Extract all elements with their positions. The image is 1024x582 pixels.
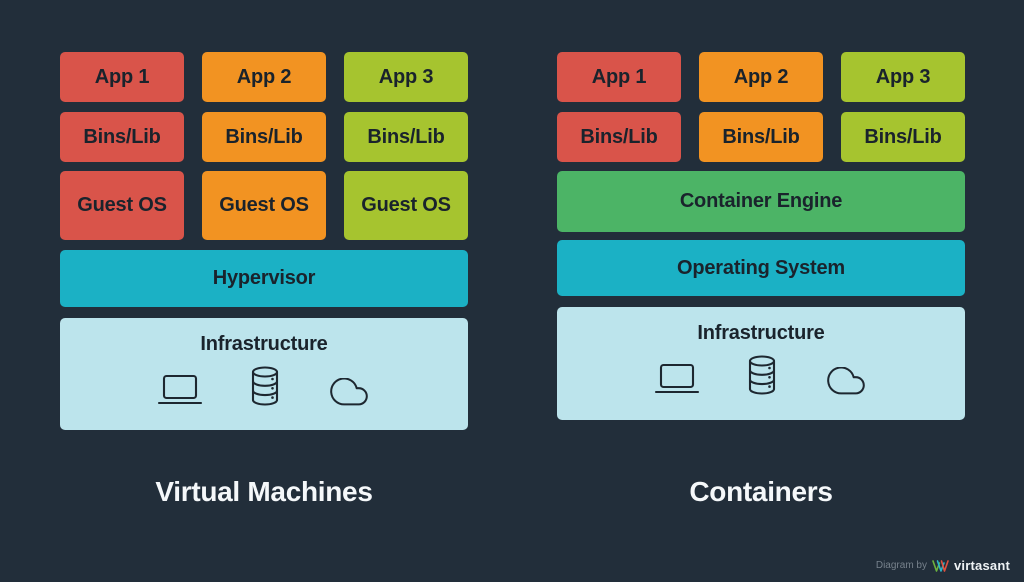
laptop-icon xyxy=(654,363,700,394)
vm-binslib1-label: Bins/Lib xyxy=(83,125,161,148)
vm-binslib3-block: Bins/Lib xyxy=(344,112,468,162)
ct-binslib2-block: Bins/Lib xyxy=(699,112,823,162)
vm-app2-block: App 2 xyxy=(202,52,326,102)
vm-app1-label: App 1 xyxy=(94,65,150,88)
vm-guestos2-label: Guest OS xyxy=(219,194,309,216)
vm-binslib3-label: Bins/Lib xyxy=(367,125,445,148)
vm-guestos3-block: Guest OS xyxy=(344,171,468,240)
virtasant-logo-icon xyxy=(932,559,949,572)
vm-app3-block: App 3 xyxy=(344,52,468,102)
vm-guestos1-label: Guest OS xyxy=(77,194,167,216)
vm-column-title: Virtual Machines xyxy=(155,476,373,507)
vm-app1-block: App 1 xyxy=(60,52,184,102)
cloud-icon xyxy=(330,378,368,406)
ct-binslib1-label: Bins/Lib xyxy=(580,125,658,148)
ct-binslib1-block: Bins/Lib xyxy=(557,112,681,162)
ct-app1-label: App 1 xyxy=(591,65,647,88)
hypervisor-label: Hypervisor xyxy=(212,267,316,289)
ct-app3-block: App 3 xyxy=(841,52,965,102)
vm-binslib2-block: Bins/Lib xyxy=(202,112,326,162)
vm-infrastructure-icons xyxy=(157,366,371,406)
operating-system-label: Operating System xyxy=(677,256,845,279)
ct-infrastructure-label: Infrastructure xyxy=(697,322,825,344)
credit-prefix: Diagram by xyxy=(875,560,927,571)
containers-column-title: Containers xyxy=(689,476,833,507)
vm-binslib1-block: Bins/Lib xyxy=(60,112,184,162)
ct-app1-block: App 1 xyxy=(557,52,681,102)
vm-infrastructure-panel: Infrastructure xyxy=(60,318,468,430)
container-engine-label: Container Engine xyxy=(679,190,843,212)
database-icon xyxy=(251,366,279,406)
ct-app2-block: App 2 xyxy=(699,52,823,102)
ct-binslib3-block: Bins/Lib xyxy=(841,112,965,162)
ct-app2-label: App 2 xyxy=(733,65,789,88)
vm-infrastructure-label: Infrastructure xyxy=(200,333,328,355)
vm-guestos1-block: Guest OS xyxy=(60,171,184,240)
ct-binslib2-label: Bins/Lib xyxy=(722,125,800,148)
ct-binslib3-label: Bins/Lib xyxy=(864,125,942,148)
database-icon xyxy=(748,355,776,395)
operating-system-bar: Operating System xyxy=(557,240,965,296)
credit-brand: virtasant xyxy=(954,558,1010,573)
ct-infrastructure-icons xyxy=(654,355,868,395)
vm-app2-label: App 2 xyxy=(236,65,292,88)
container-engine-bar: Container Engine xyxy=(557,171,965,232)
vm-guestos3-label: Guest OS xyxy=(361,194,451,216)
ct-app3-label: App 3 xyxy=(875,65,931,88)
laptop-icon xyxy=(157,374,203,405)
cloud-icon xyxy=(827,367,865,395)
hypervisor-bar: Hypervisor xyxy=(60,250,468,307)
vm-binslib2-label: Bins/Lib xyxy=(225,125,303,148)
vm-app3-label: App 3 xyxy=(378,65,434,88)
diagram-credit: Diagram by virtasant xyxy=(876,558,1010,573)
ct-infrastructure-panel: Infrastructure xyxy=(557,307,965,420)
vm-guestos2-block: Guest OS xyxy=(202,171,326,240)
